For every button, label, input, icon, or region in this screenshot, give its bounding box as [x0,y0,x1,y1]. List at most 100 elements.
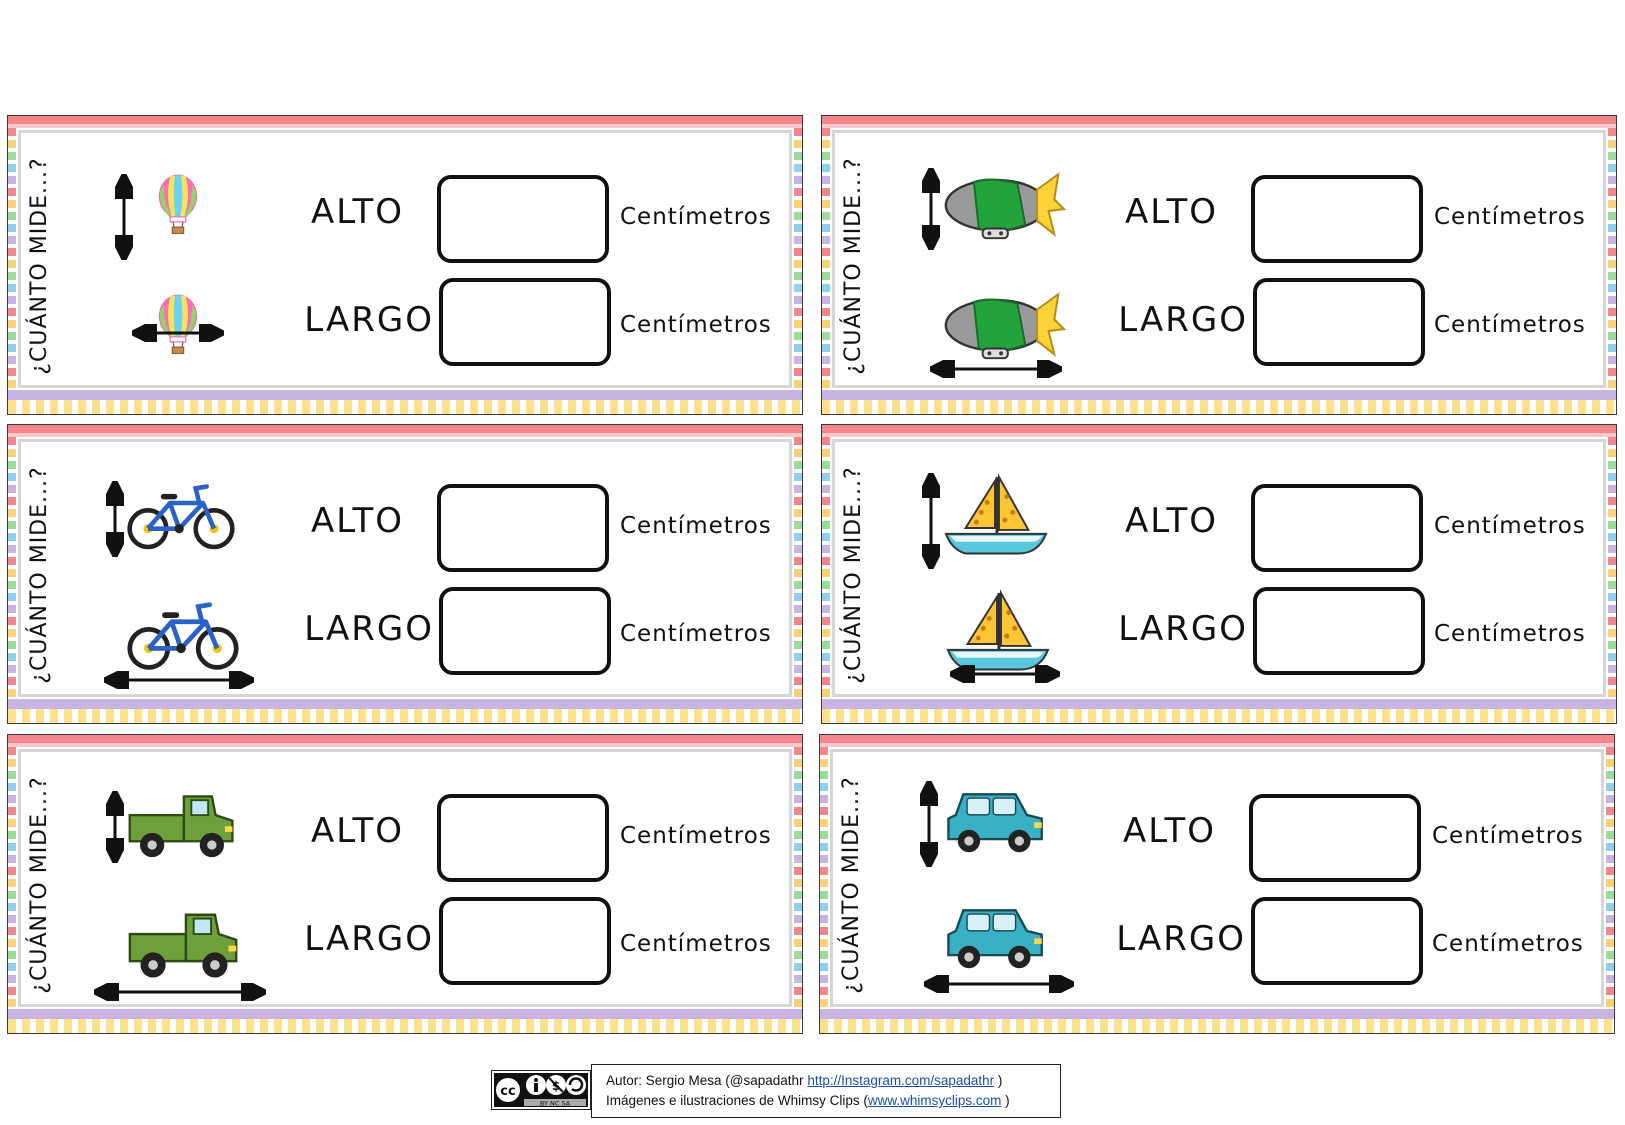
card-left-stripe [8,747,16,1009]
largo-answer-box[interactable] [1251,897,1423,985]
largo-unit: Centímetros [620,931,772,957]
card-bottom-stripe [8,1009,802,1019]
svg-text:BY NC SA: BY NC SA [540,1100,571,1108]
car-icon [944,785,1048,862]
whimsyclips-link[interactable]: www.whimsyclips.com [867,1093,1002,1108]
height-arrow-icon [916,163,946,255]
credits-box: Autor: Sergio Mesa (@sapadathr http://In… [591,1064,1061,1118]
card-top-stripe [822,116,1616,124]
measure-card: ¿CUÁNTO MIDE...? ALTO Centímetros LARGO … [819,734,1615,1034]
card-bottom-dots [8,1019,802,1033]
card-right-stripe [794,128,802,390]
alto-unit: Centímetros [620,513,772,539]
height-arrow-icon [109,169,139,265]
largo-label: LARGO [304,919,434,959]
card-bottom-dots [822,709,1616,723]
largo-answer-box[interactable] [439,897,611,985]
largo-answer-box[interactable] [1253,278,1425,366]
alto-label: ALTO [1124,192,1218,232]
measure-card: ¿CUÁNTO MIDE...? ALTO [7,115,803,415]
card-inner-frame [18,130,792,388]
largo-answer-box[interactable] [439,278,611,366]
largo-answer-box[interactable] [1253,587,1425,675]
height-arrow-icon [916,468,946,574]
measure-card: ¿CUÁNTO MIDE...? ALTO Centímetros LARGO … [7,734,803,1034]
width-arrow [919,969,1079,999]
measure-card: ¿CUÁNTO MIDE...? ALTO Centíme [821,424,1617,724]
card-right-stripe [1606,747,1614,1009]
card-right-stripe [1608,437,1616,699]
card-title: ¿CUÁNTO MIDE...? [27,776,52,994]
card-left-stripe [8,437,16,699]
alto-answer-box[interactable] [1249,794,1421,882]
alto-label: ALTO [310,501,404,541]
card-title: ¿CUÁNTO MIDE...? [841,157,866,375]
card-inner-frame [830,749,1604,1007]
card-left-stripe [8,128,16,390]
sailboat-icon [942,473,1050,563]
alto-unit: Centímetros [620,823,772,849]
images-line: Imágenes e ilustraciones de Whimsy Clips… [606,1093,1010,1108]
width-arrow-icon [89,977,271,1007]
card-bottom-dots [8,709,802,723]
card-bottom-stripe [820,1009,1614,1019]
card-right-stripe [794,437,802,699]
blimp-icon [940,166,1067,258]
width-arrow [127,318,229,348]
largo-unit: Centímetros [620,312,772,338]
alto-answer-box[interactable] [1251,484,1423,572]
largo-unit: Centímetros [620,621,772,647]
width-arrow-icon [919,969,1079,999]
alto-answer-box[interactable] [437,794,609,882]
largo-label: LARGO [1116,919,1246,959]
alto-label: ALTO [1122,811,1216,851]
height-arrow [914,776,944,872]
height-arrow-icon [100,476,130,562]
alto-unit: Centímetros [1432,823,1584,849]
height-arrow [100,786,130,868]
alto-label: ALTO [310,811,404,851]
width-arrow [925,354,1067,384]
pickup-truck-icon [126,907,242,986]
bicycle-icon [126,481,236,557]
alto-label: ALTO [1124,501,1218,541]
card-top-stripe [8,116,802,124]
alto-unit: Centímetros [1434,513,1586,539]
card-left-stripe [820,747,828,1009]
card-title: ¿CUÁNTO MIDE...? [839,776,864,994]
card-top-stripe-light [822,433,1616,437]
card-bottom-dots [8,400,802,414]
bicycle-icon [126,599,240,677]
card-title: ¿CUÁNTO MIDE...? [27,157,52,375]
author-line: Autor: Sergio Mesa (@sapadathr http://In… [606,1073,1003,1088]
card-inner-frame [832,130,1606,388]
card-title: ¿CUÁNTO MIDE...? [27,466,52,684]
alto-answer-box[interactable] [437,175,609,263]
card-bottom-stripe [822,699,1616,709]
width-arrow [99,665,259,695]
alto-answer-box[interactable] [437,484,609,572]
largo-unit: Centímetros [1432,931,1584,957]
card-title: ¿CUÁNTO MIDE...? [841,466,866,684]
alto-unit: Centímetros [620,204,772,230]
card-top-stripe-light [8,743,802,747]
card-bottom-stripe [822,390,1616,400]
largo-label: LARGO [304,609,434,649]
card-bottom-dots [822,400,1616,414]
largo-unit: Centímetros [1434,312,1586,338]
height-arrow [100,476,130,562]
alto-label: ALTO [310,192,404,232]
measure-card: ¿CUÁNTO MIDE...? ALTO Centíme [7,424,803,724]
card-top-stripe-light [820,743,1614,747]
instagram-link[interactable]: http://Instagram.com/sapadathr [807,1073,995,1088]
hot-air-balloon-icon [146,172,210,240]
height-arrow [916,468,946,574]
card-top-stripe [8,425,802,433]
alto-answer-box[interactable] [1251,175,1423,263]
width-arrow [945,659,1065,689]
measure-card: ¿CUÁNTO MIDE...? ALTO Centímetros LARGO … [821,115,1617,415]
card-left-stripe [822,128,830,390]
largo-answer-box[interactable] [439,587,611,675]
height-arrow [916,163,946,255]
card-bottom-dots [820,1019,1614,1033]
